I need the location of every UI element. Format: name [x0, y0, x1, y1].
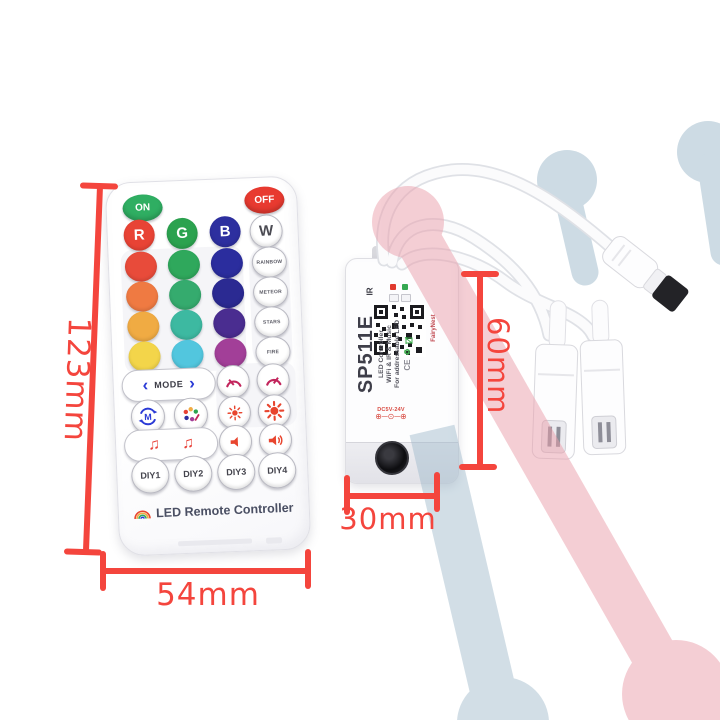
remote-width-dimension-line — [103, 568, 311, 574]
diy1-label: DIY1 — [140, 470, 161, 481]
weee-bin-icon — [404, 337, 413, 345]
jst-male-connector — [602, 236, 689, 312]
brand-label: FairyNest — [431, 314, 437, 342]
green-button: G — [166, 217, 199, 250]
diy1-button: DIY1 — [130, 456, 171, 495]
dimension-cap — [461, 271, 499, 277]
off-button: OFF — [243, 185, 285, 215]
diy4-button: DIY4 — [257, 451, 297, 490]
blue-button: B — [209, 215, 242, 248]
sun-small-icon — [226, 404, 242, 420]
battery-tray-seam — [178, 538, 253, 547]
diy4-label: DIY4 — [267, 464, 288, 476]
power-marking: DC5V-24V ⊕─⊙─⊕ — [356, 407, 426, 421]
remote-footer-label: LED Remote Controller — [155, 500, 294, 521]
dimension-cap — [305, 549, 311, 589]
on-button: ON — [122, 193, 164, 223]
diy2-button: DIY2 — [173, 454, 214, 493]
green-indicator-led — [402, 284, 408, 290]
device-bottom-face — [346, 441, 458, 483]
color-palette-button — [173, 397, 209, 433]
dc-power-jack — [375, 441, 409, 475]
dimension-cap — [459, 464, 497, 470]
speaker-low-icon — [230, 436, 238, 447]
controller-height-dimension-line — [477, 273, 483, 467]
remote-height-label: 123mm — [56, 316, 97, 443]
dimension-cap — [434, 472, 440, 512]
blue-pin-decoration-top — [537, 121, 720, 286]
red-button-label: R — [133, 226, 145, 244]
gauge-slow-icon — [225, 378, 241, 387]
dimension-cap — [100, 551, 106, 591]
remote-footer: LED Remote Controller — [119, 500, 309, 522]
diy2-label: DIY2 — [183, 468, 204, 480]
speaker-loud-icon — [268, 434, 282, 445]
blue-button-label: B — [219, 222, 231, 241]
mode-button: ‹ MODE › — [121, 366, 217, 403]
fire-label: FIRE — [266, 348, 280, 356]
speed-down-button — [215, 364, 251, 399]
model-name: SP511E — [355, 314, 377, 394]
device-label-line: LED Controller — [378, 330, 385, 378]
strip-clip-connector-left — [531, 300, 579, 460]
stars-label: STARS — [262, 318, 281, 326]
loop-arrows-icon: M — [138, 407, 158, 426]
mic-sensitivity-up-button — [258, 422, 293, 457]
diy3-button: DIY3 — [216, 453, 256, 491]
sun-large-icon — [264, 400, 285, 421]
sp511e-controller: IR FairyNest SP511E LED Controller WiFi … — [345, 258, 459, 484]
palette-icon — [183, 407, 200, 422]
device-label: SP511E LED Controller WiFi & IR & Music … — [355, 294, 421, 414]
dimension-cap — [63, 548, 103, 556]
certification-row: CE ♻ — [403, 294, 412, 414]
polarity-symbol: ⊕─⊙─⊕ — [375, 412, 407, 421]
device-label-line: For addressable LED — [393, 320, 401, 388]
speed-up-button — [255, 362, 291, 398]
white-button-label: W — [258, 222, 274, 240]
music-mode-button: ♫ ♫ — [123, 426, 219, 463]
mode-prev-icon: ‹ — [142, 375, 149, 395]
dimension-cap — [344, 475, 350, 515]
music-note-icon: ♫ — [147, 435, 161, 454]
auto-loop-button: M — [130, 398, 166, 435]
recycle-icon: ♻ — [403, 348, 413, 356]
red-indicator-led — [390, 284, 396, 290]
brightness-down-button — [217, 395, 252, 430]
controller-width-dimension-line — [347, 493, 440, 499]
svg-text:M: M — [144, 412, 152, 422]
rainbow-icon — [134, 510, 152, 520]
ce-mark: CE — [403, 359, 413, 371]
meteor-label: METEOR — [259, 288, 282, 296]
controller-width-label: 30mm — [339, 502, 437, 536]
brightness-up-button — [257, 393, 292, 429]
controller-height-label: 60mm — [481, 317, 515, 415]
rainbow-label: RAINBOW — [256, 258, 283, 266]
gauge-fast-icon — [265, 376, 281, 386]
device-label-line: WiFi & IR & Music — [385, 325, 393, 383]
ir-remote-control: ON OFF R G B W RAINBOW METEOR STARS FIRE… — [104, 175, 312, 557]
battery-tray-tab — [265, 537, 283, 544]
white-button: W — [248, 213, 284, 249]
diy3-label: DIY3 — [226, 466, 247, 478]
strip-clip-connector-right — [579, 299, 627, 456]
dimension-cap — [79, 182, 119, 190]
mode-next-icon: › — [188, 373, 196, 393]
mic-sensitivity-down-button — [218, 424, 253, 459]
mode-label: MODE — [154, 379, 184, 391]
green-button-label: G — [175, 224, 189, 243]
music-note-icon: ♫ — [181, 434, 195, 453]
remote-width-label: 54mm — [156, 577, 260, 613]
red-button: R — [123, 219, 156, 252]
